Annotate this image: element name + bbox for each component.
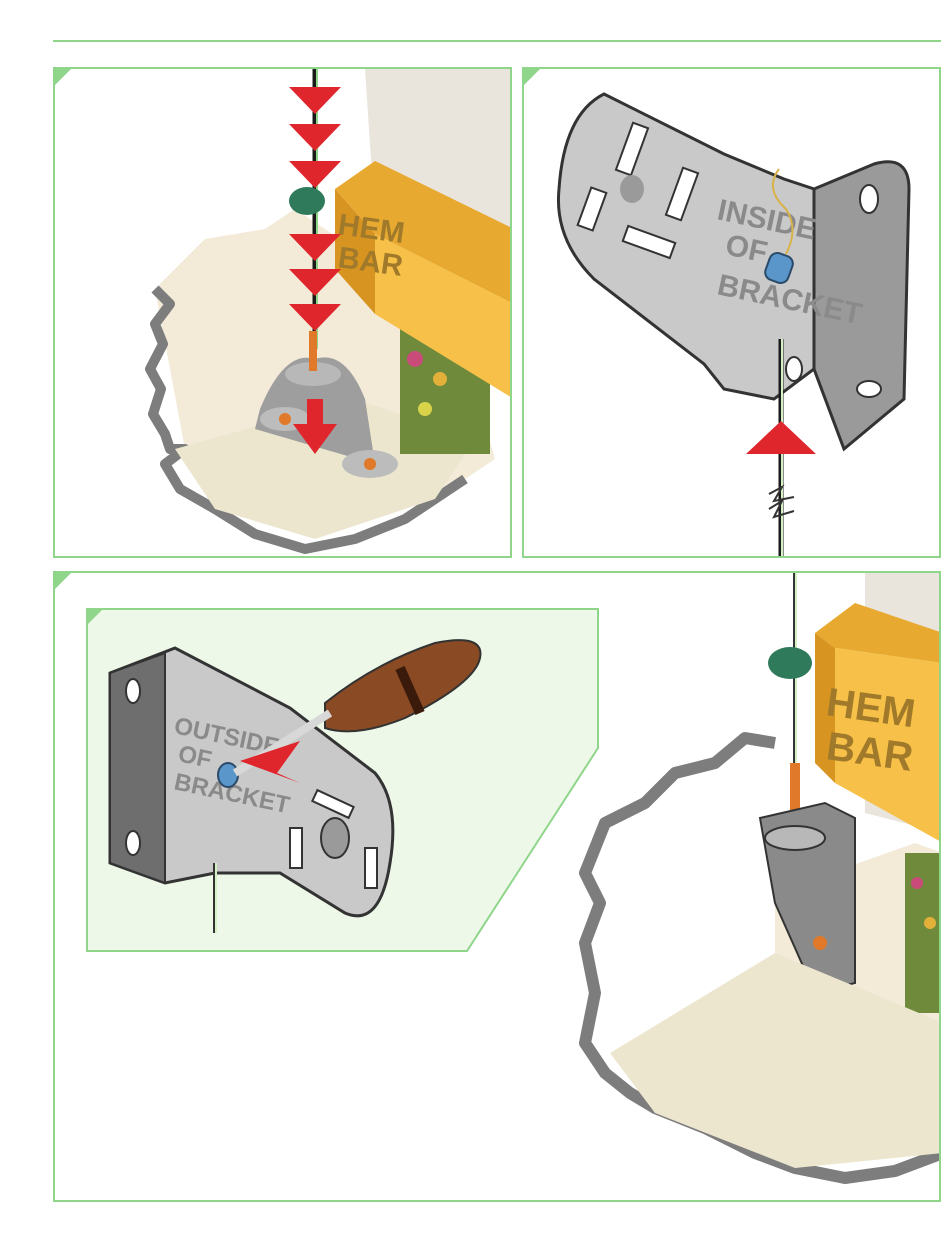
cable-clip-icon [768, 647, 812, 679]
panel-top-right: INSIDE OF BRACKET [522, 67, 941, 558]
hem-bar-floor-illustration: HEM BAR [55, 69, 512, 558]
panel-bottom: OUTSIDE OF BRACKET HEM BAR [53, 571, 941, 1202]
cable-screw-icon [218, 763, 238, 787]
panel-top-left: HEM BAR [53, 67, 512, 558]
threaded-stud [309, 331, 317, 371]
top-rule [53, 40, 941, 42]
cable-clip-icon [289, 187, 325, 215]
window-view [905, 853, 941, 1013]
up-arrow-icon [746, 421, 816, 454]
bracket-plate-icon [558, 94, 814, 399]
bottom-illustration: OUTSIDE OF BRACKET HEM BAR [55, 573, 941, 1202]
inside-bracket-illustration: INSIDE OF BRACKET [524, 69, 941, 558]
